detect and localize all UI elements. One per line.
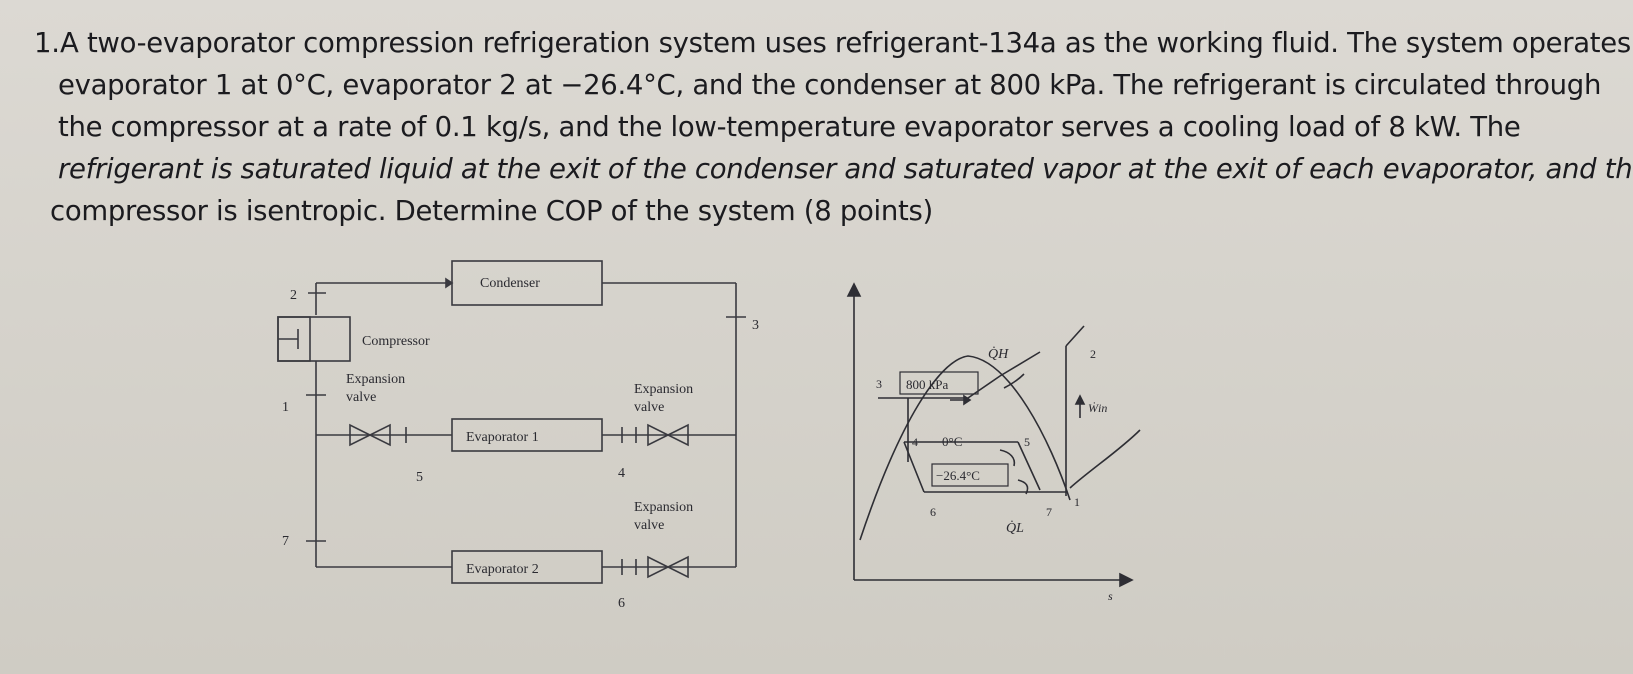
ts-diagram: T s 800 kPa 0°C −26.4°C Q̇H Q̇L Ẇin 3 2 … [846, 282, 1141, 603]
problem-line-1: 1.A two-evaporator compression refrigera… [34, 22, 1631, 64]
state-5-label: 5 [416, 470, 423, 485]
pressure-label: 800 kPa [906, 377, 948, 392]
q-l-label: Q̇L [1006, 520, 1024, 536]
ts-state-1-label: 1 [1074, 495, 1080, 509]
ts-state-7-label: 7 [1046, 505, 1052, 519]
expansion-valve-right-top-label-2: valve [634, 400, 664, 415]
state-1-label: 1 [282, 400, 289, 415]
evaporator-1-label: Evaporator 1 [466, 430, 539, 445]
problem-statement: 1.A two-evaporator compression refrigera… [34, 22, 1633, 232]
ts-state-4-label: 4 [912, 435, 918, 449]
expansion-valve-right-top-label-1: Expansion [634, 382, 693, 397]
expansion-valve-left-label-1: Expansion [346, 372, 405, 387]
problem-line-5: compressor is isentropic. Determine COP … [50, 195, 933, 227]
problem-line-4: refrigerant is saturated liquid at the e… [58, 153, 1633, 185]
compressor-label: Compressor [362, 334, 430, 349]
state-7-label: 7 [282, 534, 289, 549]
condenser-label: Condenser [480, 276, 540, 291]
expansion-valve-right-bottom-label-2: valve [634, 518, 664, 533]
expansion-valve-left-label-2: valve [346, 390, 376, 405]
ts-state-5-label: 5 [1024, 435, 1030, 449]
w-in-label: Ẇin [1088, 400, 1107, 415]
s-axis-label: s [1108, 589, 1113, 603]
state-3-label: 3 [752, 318, 759, 333]
problem-line-2: evaporator 1 at 0°C, evaporator 2 at −26… [58, 69, 1602, 101]
expansion-valve-right-bottom-label-1: Expansion [634, 500, 693, 515]
ts-state-3-label: 3 [876, 377, 882, 391]
evaporator-2-label: Evaporator 2 [466, 562, 539, 577]
state-4-label: 4 [618, 466, 625, 481]
temp-2-label: −26.4°C [936, 468, 980, 483]
temp-1-label: 0°C [942, 434, 962, 449]
problem-line-3: the compressor at a rate of 0.1 kg/s, an… [58, 111, 1521, 143]
state-6-label: 6 [618, 596, 625, 611]
state-2-label: 2 [290, 288, 297, 303]
problem-number: 1. [34, 27, 60, 59]
cycle-schematic: Condenser Compressor Expansion valve Exp… [277, 260, 759, 611]
q-h-label: Q̇H [988, 346, 1009, 362]
ts-state-2-label: 2 [1090, 347, 1096, 361]
ts-state-6-label: 6 [930, 505, 936, 519]
saturation-dome [859, 355, 1071, 541]
